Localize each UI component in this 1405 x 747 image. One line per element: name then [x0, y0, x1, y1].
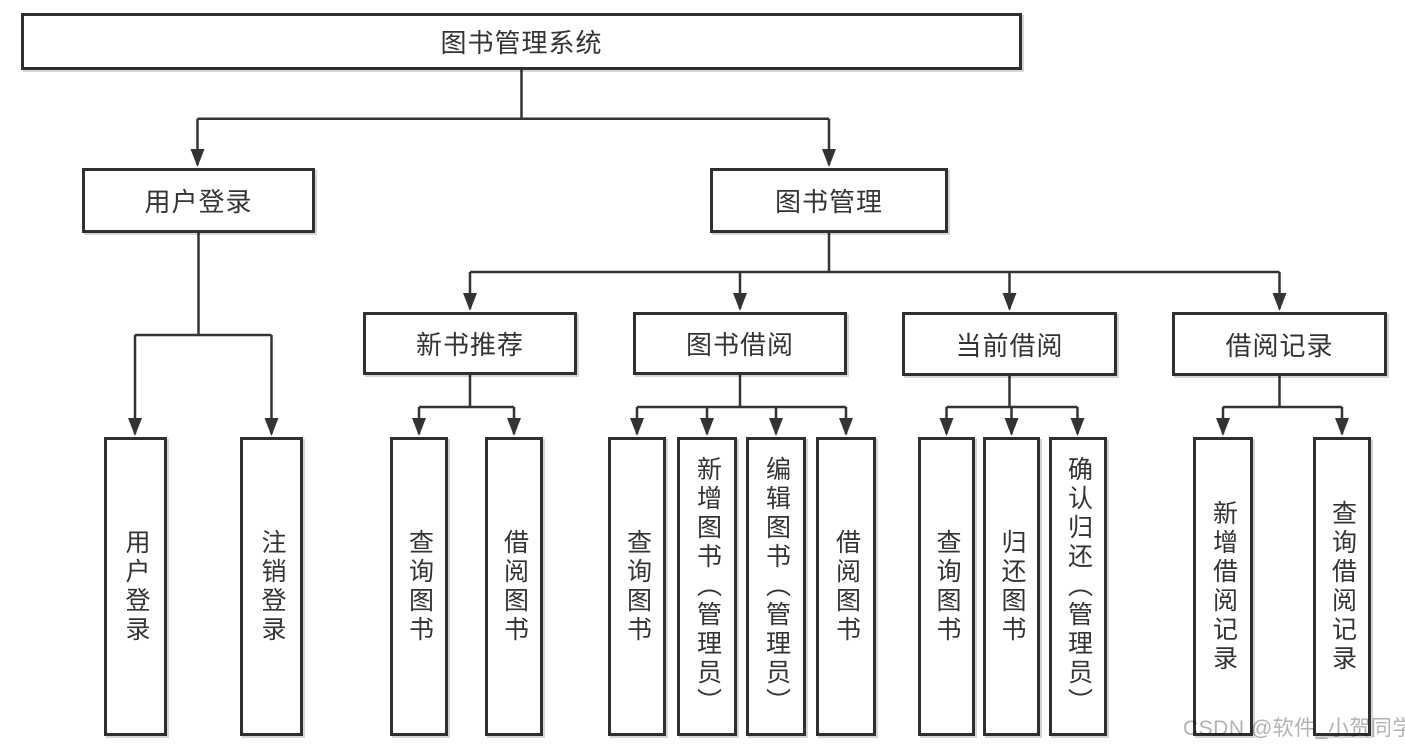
leaf-logout: 注销登录	[240, 437, 303, 736]
leaf-recommend-borrow-books-label: 借阅图书	[500, 528, 529, 645]
node-borrow-records: 借阅记录	[1172, 312, 1387, 376]
leaf-recommend-borrow-books: 借阅图书	[485, 437, 543, 736]
leaf-borrow-borrow-books: 借阅图书	[816, 437, 876, 736]
leaf-borrow-edit-books-admin: 编辑图书（管理员）	[746, 437, 806, 736]
leaf-records-add-record-label: 新增借阅记录	[1209, 499, 1238, 674]
node-root-system-label: 图书管理系统	[440, 28, 603, 58]
node-user-login-branch: 用户登录	[82, 168, 315, 233]
leaf-borrow-add-books-admin: 新增图书（管理员）	[677, 437, 737, 736]
csdn-watermark: CSDN @软件_小贺同学	[1183, 717, 1405, 740]
leaf-recommend-query-books-label: 查询图书	[405, 528, 434, 645]
node-new-book-recommend: 新书推荐	[363, 312, 577, 375]
node-root-system: 图书管理系统	[21, 13, 1022, 70]
node-user-login-branch-label: 用户登录	[144, 187, 253, 217]
leaf-borrow-query-books-label: 查询图书	[623, 528, 652, 645]
leaf-user-login: 用户登录	[104, 437, 167, 736]
node-book-management-label: 图书管理	[774, 187, 883, 217]
leaf-records-add-record: 新增借阅记录	[1193, 437, 1253, 736]
leaf-records-query-record-label: 查询借阅记录	[1328, 499, 1357, 674]
leaf-borrow-add-books-admin-label: 新增图书（管理员）	[693, 456, 722, 717]
leaf-borrow-query-books: 查询图书	[608, 437, 666, 736]
node-borrow-records-label: 借阅记录	[1225, 330, 1334, 361]
leaf-current-confirm-return-admin: 确认归还（管理员）	[1049, 437, 1107, 736]
leaf-recommend-query-books: 查询图书	[390, 437, 448, 736]
leaf-records-query-record: 查询借阅记录	[1313, 437, 1371, 736]
node-book-borrow-label: 图书借阅	[685, 330, 794, 360]
leaf-current-return-books-label: 归还图书	[998, 528, 1026, 645]
node-book-borrow: 图书借阅	[633, 312, 847, 375]
leaf-user-login-label: 用户登录	[122, 528, 150, 645]
leaf-borrow-borrow-books-label: 借阅图书	[832, 528, 861, 645]
leaf-logout-label: 注销登录	[258, 528, 286, 645]
node-current-borrow: 当前借阅	[902, 312, 1117, 376]
leaf-current-confirm-return-admin-label: 确认归还（管理员）	[1064, 456, 1093, 717]
leaf-current-query-books: 查询图书	[918, 437, 975, 736]
leaf-current-return-books: 归还图书	[983, 437, 1040, 736]
node-current-borrow-label: 当前借阅	[955, 330, 1064, 361]
node-new-book-recommend-label: 新书推荐	[415, 330, 524, 360]
leaf-borrow-edit-books-admin-label: 编辑图书（管理员）	[762, 456, 791, 717]
node-book-management: 图书管理	[710, 168, 948, 233]
leaf-current-query-books-label: 查询图书	[933, 528, 961, 645]
